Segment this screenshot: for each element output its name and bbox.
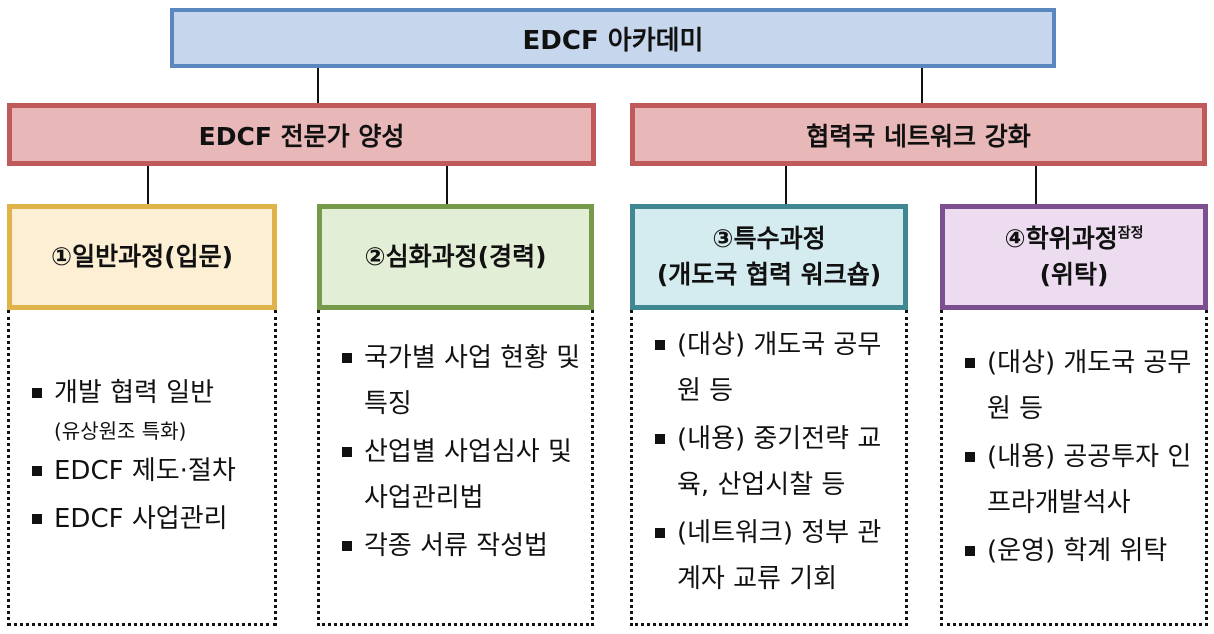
branch-label: EDCF 전문가 양성: [198, 121, 405, 151]
course-title: 학위과정: [1025, 224, 1118, 253]
square-bullet-icon: [32, 466, 42, 476]
square-bullet-icon: [965, 452, 975, 462]
course-title: 심화과정(경력): [385, 242, 547, 271]
square-bullet-icon: [342, 447, 352, 457]
square-bullet-icon: [32, 388, 42, 398]
course-number: ①: [50, 242, 73, 271]
connector-line: [1035, 166, 1037, 204]
connector-line: [921, 68, 923, 103]
list-item: (내용) 중기전략 교육, 산업시찰 등: [643, 416, 895, 508]
list-item: 국가별 사업 현황 및 특징: [330, 335, 581, 427]
root-title: EDCF 아카데미: [522, 25, 704, 56]
course-general-details: 개발 협력 일반(유상원조 특화) EDCF 제도·절차 EDCF 사업관리: [7, 310, 277, 626]
connector-line: [785, 166, 787, 204]
course-number: ④: [1004, 224, 1026, 253]
square-bullet-icon: [965, 358, 975, 368]
square-bullet-icon: [655, 528, 665, 538]
connector-line: [446, 166, 448, 204]
list-item: (네트워크) 정부 관계자 교류 기회: [643, 510, 895, 602]
square-bullet-icon: [32, 514, 42, 524]
square-bullet-icon: [655, 434, 665, 444]
square-bullet-icon: [655, 340, 665, 350]
course-number: ③: [712, 224, 734, 253]
list-item: (운영) 학계 위탁: [953, 528, 1195, 574]
root-node: EDCF 아카데미: [170, 8, 1056, 68]
course-superscript: 잠정: [1117, 225, 1144, 242]
branch-partner-network: 협력국 네트워크 강화: [630, 103, 1207, 166]
course-subtitle: (개도국 협력 워크숍): [656, 260, 882, 289]
list-item: EDCF 사업관리: [20, 496, 264, 542]
list-item: (대상) 개도국 공무원 등: [953, 340, 1195, 432]
square-bullet-icon: [342, 541, 352, 551]
course-advanced: ②심화과정(경력): [317, 204, 594, 310]
list-item: 개발 협력 일반(유상원조 특화): [20, 370, 264, 446]
list-item: (내용) 공공투자 인프라개발석사: [953, 434, 1195, 526]
list-item: (대상) 개도국 공무원 등: [643, 322, 895, 414]
list-item: 각종 서류 작성법: [330, 523, 581, 569]
course-special-details: (대상) 개도국 공무원 등 (내용) 중기전략 교육, 산업시찰 등 (네트워…: [630, 310, 908, 626]
course-special: ③특수과정 (개도국 협력 워크숍): [630, 204, 908, 310]
course-degree: ④학위과정잠정 (위탁): [940, 204, 1208, 310]
course-number: ②: [364, 242, 386, 271]
list-item: EDCF 제도·절차: [20, 448, 264, 494]
course-degree-details: (대상) 개도국 공무원 등 (내용) 공공투자 인프라개발석사 (운영) 학계…: [940, 310, 1208, 626]
square-bullet-icon: [965, 546, 975, 556]
connector-line: [317, 68, 319, 103]
branch-label: 협력국 네트워크 강화: [806, 121, 1031, 151]
course-title: 특수과정: [733, 224, 826, 253]
branch-expert-training: EDCF 전문가 양성: [7, 103, 596, 166]
square-bullet-icon: [342, 353, 352, 363]
connector-line: [147, 166, 149, 204]
course-title: 일반과정(입문): [72, 242, 234, 271]
course-general: ①일반과정(입문): [7, 204, 277, 310]
course-subtitle: (위탁): [1039, 260, 1109, 289]
course-advanced-details: 국가별 사업 현황 및 특징 산업별 사업심사 및 사업관리법 각종 서류 작성…: [317, 310, 594, 626]
list-item: 산업별 사업심사 및 사업관리법: [330, 429, 581, 521]
